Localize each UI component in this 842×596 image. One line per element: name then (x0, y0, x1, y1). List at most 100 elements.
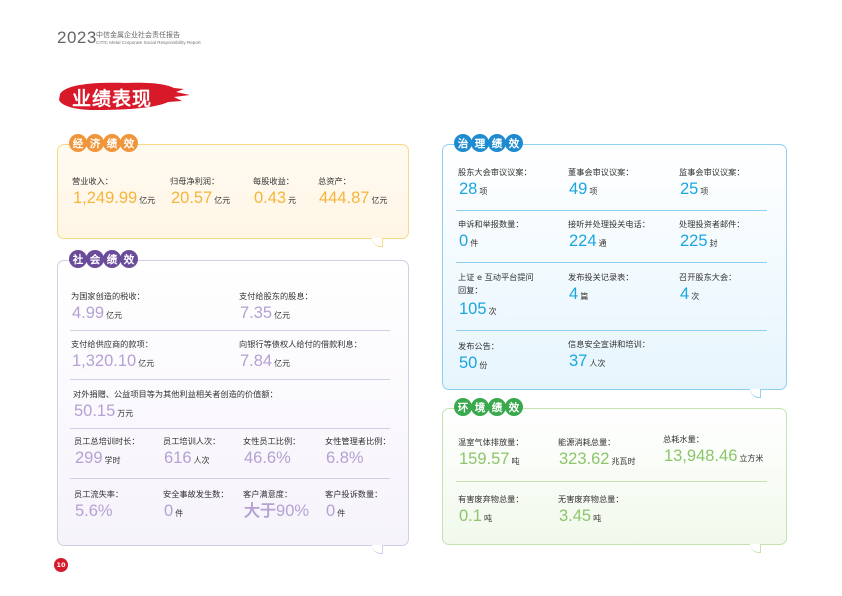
metric-value-group: 5.6% (75, 502, 113, 520)
governance-panel (442, 144, 787, 390)
metric-label: 每股收益： (253, 176, 294, 186)
metric-unit: 亿元 (106, 311, 123, 320)
divider (456, 330, 767, 331)
metric-label: 监事会审议议案： (679, 167, 745, 177)
title-char: 效 (120, 134, 138, 152)
divider (70, 379, 390, 380)
report-title: 中信金属企业社会责任报告 (96, 31, 180, 39)
metric-unit: 次 (488, 307, 497, 316)
divider (456, 481, 767, 482)
metric-unit: 人次 (589, 359, 606, 368)
divider (456, 210, 767, 211)
metric-unit: 亿元 (214, 196, 231, 205)
economic-panel (57, 144, 409, 239)
metric-prefix: 大于 (244, 501, 277, 520)
title-char: 绩 (488, 398, 506, 416)
governance-title-badge: 治理绩效 (454, 134, 523, 152)
metric-value-group: 46.6% (244, 449, 291, 467)
metric-label: 女性员工比例： (243, 436, 301, 446)
metric-value: 159.57 (459, 450, 510, 468)
metric-unit: 学时 (104, 456, 121, 465)
metric-unit: 亿元 (139, 196, 156, 205)
metric-label: 股东大会审议议案： (458, 167, 532, 177)
metric-label: 发布公告： (458, 341, 499, 351)
metric-unit: 亿元 (274, 311, 291, 320)
metric-value: 0 (459, 232, 469, 250)
metric-label: 无害废弃物总量： (558, 494, 624, 504)
metric-value: 444.87 (319, 189, 370, 207)
divider (456, 262, 767, 263)
metric-value: 7.84 (240, 352, 273, 370)
brush-banner (59, 82, 190, 110)
metric-unit: 通 (598, 239, 607, 248)
title-char: 治 (454, 134, 472, 152)
environment-title-badge: 环境绩效 (454, 398, 523, 416)
metric-unit: 立方米 (739, 454, 764, 463)
metric-value: 225 (680, 232, 708, 250)
metric-label: 温室气体排放量： (458, 437, 524, 447)
metric-value: 37 (569, 352, 588, 370)
title-char: 社 (69, 250, 87, 268)
title-char: 济 (86, 134, 104, 152)
divider (70, 428, 390, 429)
metric-unit: 兆瓦时 (611, 457, 636, 466)
social-title-badge: 社会绩效 (69, 250, 138, 268)
speech-tail (750, 544, 761, 553)
metric-unit: 吨 (483, 514, 492, 523)
metric-value: 5.6% (75, 502, 113, 520)
metric-unit: 项 (700, 187, 709, 196)
metric-label: 上证 e 互动平台提问 (458, 272, 534, 282)
metric-value: 46.6% (244, 449, 291, 467)
metric-label: 营业收入： (72, 176, 113, 186)
metric-value-group: 6.8% (326, 449, 364, 467)
title-char: 境 (471, 398, 489, 416)
metric-unit: 篇 (580, 292, 589, 301)
title-char: 效 (505, 134, 523, 152)
divider (70, 478, 390, 479)
social-panel (57, 260, 409, 546)
metric-unit: 万元 (117, 409, 134, 418)
metric-unit: 人次 (193, 456, 210, 465)
report-year: 2023 (57, 28, 97, 47)
title-char: 绩 (488, 134, 506, 152)
metric-label-line2: 回复： (458, 285, 483, 295)
metric-label: 员工总培训时长： (74, 436, 140, 446)
metric-value: 6.8% (326, 449, 364, 467)
metric-label: 总耗水量： (663, 434, 704, 444)
metric-unit: 份 (479, 361, 488, 370)
page-title: 业绩表现 (72, 88, 153, 110)
title-char: 理 (471, 134, 489, 152)
speech-tail (372, 238, 383, 247)
metric-value: 299 (75, 449, 103, 467)
metric-label: 女性管理者比例： (325, 436, 391, 446)
metric-label: 召开股东大会： (679, 272, 737, 282)
title-char: 效 (505, 398, 523, 416)
metric-label: 归母净利润： (170, 176, 220, 186)
metric-value: 1,320.10 (72, 352, 137, 370)
metric-value-group: 大于90% (244, 501, 309, 521)
divider (70, 330, 390, 331)
title-char: 效 (120, 250, 138, 268)
metric-value: 105 (459, 300, 487, 318)
metric-unit: 项 (479, 187, 488, 196)
